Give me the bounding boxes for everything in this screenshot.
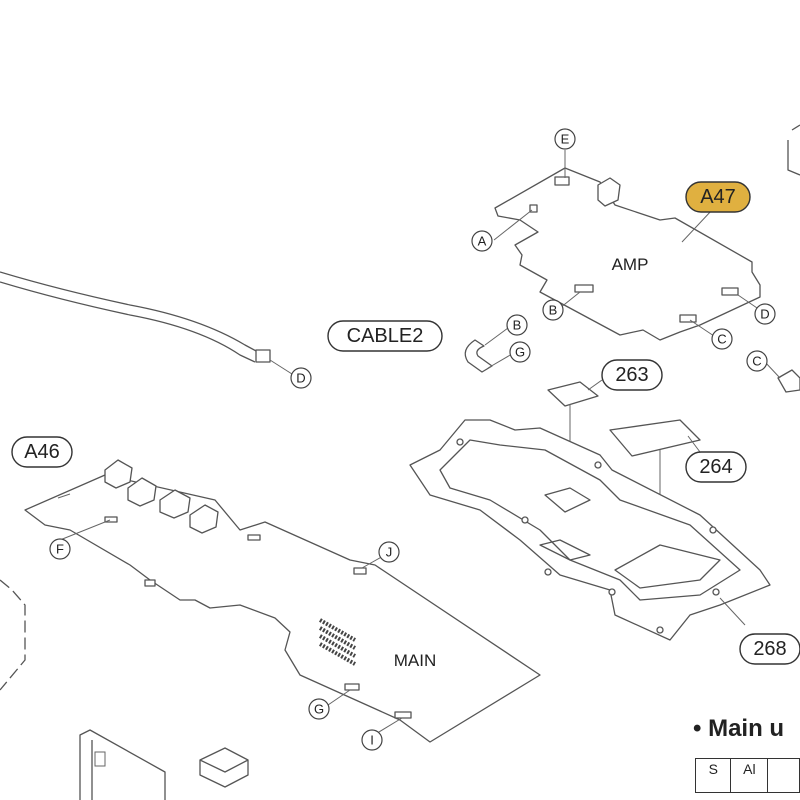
part-label-264: 264 <box>685 451 747 483</box>
table-header: Al <box>730 758 769 793</box>
amp-board-label: AMP <box>612 255 649 274</box>
svg-text:E: E <box>561 132 570 147</box>
connector-e <box>554 176 570 186</box>
svg-text:268: 268 <box>753 638 786 660</box>
svg-text:D: D <box>760 307 769 322</box>
connector-label-cable-b: B <box>506 314 528 336</box>
connector-label-main-j: J <box>378 541 400 563</box>
cable2-flex <box>464 339 493 373</box>
connector-b <box>574 284 594 293</box>
part-label-263: 263 <box>601 359 663 391</box>
partial-part-bottom-left <box>79 729 166 800</box>
part-label-a47: A47 <box>685 181 751 213</box>
svg-text:F: F <box>56 542 64 557</box>
amp-board: AMP <box>494 167 761 341</box>
svg-text:G: G <box>314 702 324 717</box>
svg-text:264: 264 <box>699 456 732 478</box>
right-connector <box>777 369 800 393</box>
connector-label-cable-d: D <box>290 367 312 389</box>
svg-text:I: I <box>370 733 374 748</box>
svg-text:J: J <box>386 545 393 560</box>
svg-text:C: C <box>717 332 726 347</box>
cable-connector <box>255 349 271 363</box>
section-heading: • Main u <box>693 715 785 742</box>
connector-label-amp-a: A <box>471 230 493 252</box>
partial-part-top-right <box>787 124 800 176</box>
svg-text:A46: A46 <box>24 441 60 463</box>
svg-text:A: A <box>478 234 487 249</box>
connector-label-right-c: C <box>746 350 768 372</box>
svg-text:C: C <box>752 354 761 369</box>
svg-text:CABLE2: CABLE2 <box>347 325 424 347</box>
part-264-pad <box>609 419 701 457</box>
svg-text:B: B <box>513 318 522 333</box>
connector-label-cable-g: G <box>509 341 531 363</box>
connector-label-main-g: G <box>308 698 330 720</box>
main-board-label: MAIN <box>394 651 437 670</box>
parts-table: S Al <box>694 758 800 793</box>
part-label-268: 268 <box>739 633 800 665</box>
svg-text:D: D <box>296 371 305 386</box>
table-header: S <box>694 758 732 793</box>
connector-label-amp-b: B <box>542 299 564 321</box>
connector-label-amp-c: C <box>711 328 733 350</box>
connector-a <box>529 204 538 213</box>
cable-wire <box>0 271 259 353</box>
main-board: MAIN <box>24 459 541 743</box>
partial-part-bottom <box>199 747 249 788</box>
connector-label-main-f: F <box>49 538 71 560</box>
connector-label-amp-e: E <box>554 128 576 150</box>
jack-component <box>597 177 621 207</box>
svg-text:B: B <box>549 303 558 318</box>
connector-label-main-i: I <box>361 729 383 751</box>
connector-c <box>679 314 697 323</box>
table-header <box>767 758 800 793</box>
svg-text:A47: A47 <box>700 186 736 208</box>
part-label-a46: A46 <box>11 436 73 468</box>
part-263-pad <box>547 381 599 407</box>
shield-268 <box>409 419 771 641</box>
svg-text:263: 263 <box>615 364 648 386</box>
connector-label-amp-d: D <box>754 303 776 325</box>
connector-d <box>721 287 739 296</box>
part-label-cable2: CABLE2 <box>327 320 443 352</box>
dashed-part-left <box>0 579 26 691</box>
svg-text:G: G <box>515 345 525 360</box>
